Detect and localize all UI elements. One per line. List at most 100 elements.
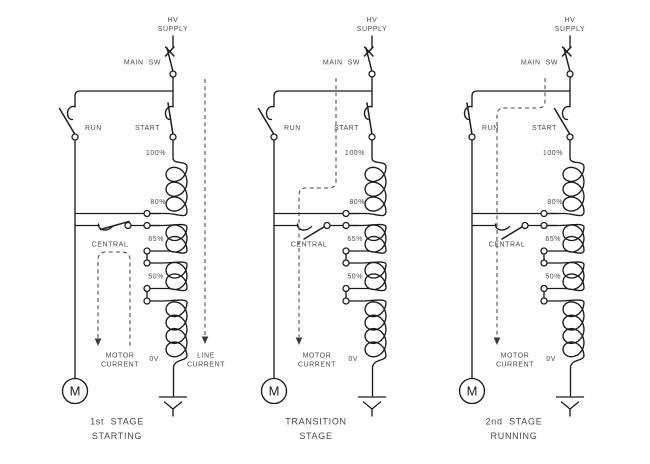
motor-symbol: M [260,377,288,405]
tap-terminal [540,247,548,255]
pivot-terminal [521,221,529,230]
label-main-sw: MAIN SW [521,60,558,67]
motor-circle [458,377,486,405]
switch-blade [563,47,571,73]
switch-blade [99,220,130,231]
tap-label-80: 80% [349,199,365,206]
tap-terminal [540,221,548,230]
pivot-terminal [169,70,177,78]
label-line-current: LINE [197,353,215,360]
label-hv-supply: HV [168,17,179,24]
tap-label-100: 100% [345,150,365,157]
tap-terminal [540,284,548,293]
label-motor-current: CURRENT [101,362,139,369]
tap-label-100: 100% [146,150,166,157]
label-start: START [135,125,160,132]
label-motor-current: MOTOR [303,353,332,360]
run-switch [58,105,79,141]
pivot-terminal [270,133,278,141]
motor-circle [61,377,89,405]
contact-hook-icon [494,223,511,231]
tap-terminal [342,284,350,293]
autotransformer-winding [149,139,188,397]
switch-blade [366,102,373,136]
earth-ground-icon [555,396,585,417]
stage-caption: TRANSITION [285,417,347,427]
tap-label-80: 80% [547,199,563,206]
stage-caption: STARTING [92,431,142,441]
label-motor-current: CURRENT [298,362,336,369]
label-central: CENTRAL [291,242,328,249]
tap-label-0v: 0V [546,356,556,363]
motor-current-arrow [94,338,102,346]
tap-terminal [143,284,151,293]
pivot-terminal [323,221,331,230]
earth-ground-icon [357,396,387,417]
run-switch [463,102,476,141]
tap-terminal [143,221,151,230]
dashed-line [298,78,337,337]
label-main-sw: MAIN SW [124,60,161,67]
label-motor-current: CURRENT [496,362,534,369]
contact-hook-icon [164,105,174,121]
contact-hook-icon [265,105,275,121]
switch-blade [553,107,571,136]
label-main-sw: MAIN SW [323,60,360,67]
main-switch [561,46,574,78]
tap-label-80: 80% [150,199,166,206]
motor-current-arrow [295,337,303,345]
tap-label-50: 50% [148,274,164,281]
tap-label-100: 100% [543,150,563,157]
tap-label-65: 65% [545,236,561,243]
supply-to-motor-inner-path: MOTOR CURRENT [295,78,337,369]
tap-label-50: 50% [347,274,363,281]
earth-ground-icon [158,396,188,417]
tap-label-50: 50% [545,274,561,281]
contact-hook-icon [97,223,114,231]
stage-caption: STAGE [299,431,332,441]
contact-hook-icon [296,223,313,231]
switch-blade [58,107,76,136]
label-hv-supply: SUPPLY [158,26,188,33]
main-switch [363,46,376,78]
tap-terminal [143,247,151,255]
tap-terminal [342,247,350,255]
tap-terminal [143,297,151,305]
pivot-terminal [566,133,574,141]
label-central: CENTRAL [489,242,526,249]
pivot-terminal [71,133,79,141]
switch-blade [167,102,174,136]
contact-hook-icon [363,105,373,121]
switch-blade [365,47,373,73]
stage-caption: 2nd STAGE [486,417,543,427]
pivot-terminal [368,70,376,78]
label-run: RUN [85,125,102,132]
autotransformer-winding [546,139,585,397]
circuit-wiring [273,35,373,380]
line-current-arrow [201,336,209,344]
motor-circle [260,377,288,405]
tap-terminal [540,259,548,267]
pivot-terminal [368,133,376,141]
label-start: START [334,125,359,132]
pivot-terminal [468,133,476,141]
circuit-wiring [471,35,571,380]
central-switch [97,220,132,231]
tap-terminal [540,209,548,218]
label-hv-supply: SUPPLY [357,26,387,33]
stage-caption: 1st STAGE [90,417,144,427]
motor-symbol: M [61,377,89,405]
tap-label-65: 65% [347,236,363,243]
pivot-terminal [124,221,132,230]
start-switch [553,105,574,141]
switch-blade [166,47,174,73]
tap-label-0v: 0V [348,356,358,363]
circuit-wiring [74,35,174,380]
